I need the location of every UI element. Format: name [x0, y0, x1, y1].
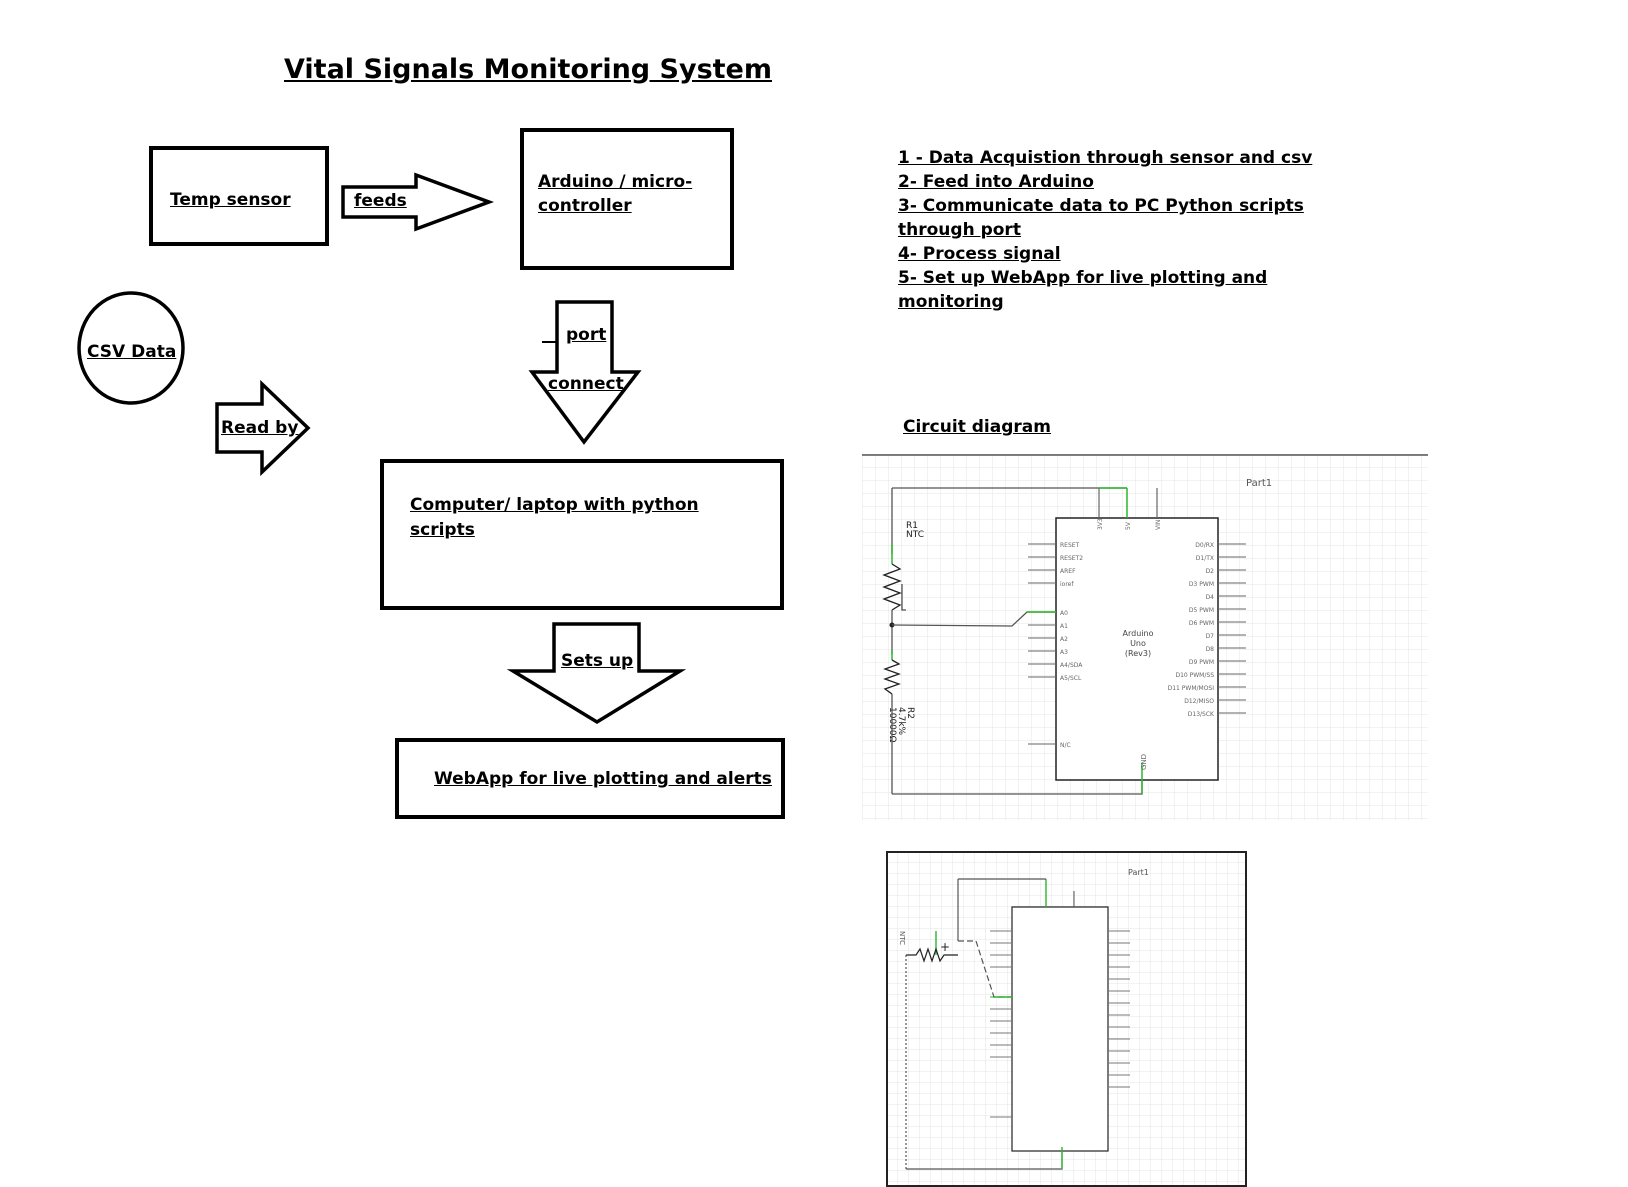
temp-sensor-label: Temp sensor: [170, 190, 291, 210]
step-4: 4- Process signal: [898, 244, 1061, 264]
top-pin-label: VIN: [1155, 520, 1162, 530]
r2-tol: 4.7k%: [896, 707, 906, 736]
left-pin-label: A0: [1060, 610, 1068, 617]
board-line2: Uno: [1130, 639, 1146, 648]
computer-box: [380, 459, 784, 610]
webapp-box: [395, 738, 785, 819]
r1-type: NTC: [906, 530, 924, 540]
r1-label: R1: [906, 521, 918, 531]
top-pin-label: 3V3: [1097, 518, 1104, 530]
read-by-arrow: [215, 379, 311, 477]
webapp-label: WebApp for live plotting and alerts: [434, 769, 772, 789]
right-pin-label: D3 PWM: [1189, 581, 1214, 588]
svg-text:+: +: [940, 940, 950, 954]
circuit-diagram: Part1 Arduino Uno (Rev3) RESET RESET2AREF…: [862, 454, 1428, 820]
circuit-diagram-2: Part1 NTC +: [886, 851, 1247, 1187]
right-pin-label: D13/SCK: [1188, 711, 1215, 718]
sets-up-arrow: [506, 622, 687, 725]
right-pin-label: D6 PWM: [1189, 620, 1214, 627]
top-pin-label: 5V: [1125, 521, 1132, 530]
feeds-label: feeds: [354, 191, 407, 211]
step-3: 3- Communicate data to PC Python scripts: [898, 196, 1304, 216]
board-line3: (Rev3): [1125, 649, 1151, 658]
left-pin-label: A5/SCL: [1060, 675, 1082, 682]
computer-label-line1: Computer/ laptop with python: [410, 495, 699, 515]
left-pin-label: A2: [1060, 636, 1068, 643]
step-5: 5- Set up WebApp for live plotting and: [898, 268, 1268, 288]
step-3-cont: through port: [898, 220, 1021, 240]
left-pin-label: AREF: [1060, 568, 1076, 575]
left-pin-label: A4/SDA: [1060, 662, 1083, 669]
left-pin-label: N/C: [1060, 742, 1071, 749]
left-pin-label: A1: [1060, 623, 1068, 630]
side-label-2: NTC: [898, 931, 906, 945]
computer-label-line2: scripts: [410, 520, 475, 540]
port-label: port: [566, 325, 607, 345]
right-pin-label: D2: [1206, 568, 1215, 575]
port-connect-arrow: [528, 300, 642, 445]
diagram-title: Vital Signals Monitoring System: [284, 54, 772, 85]
right-pin-label: D0/RX: [1195, 542, 1214, 549]
temp-sensor-box: [149, 146, 329, 246]
right-pin-label: D1/TX: [1196, 555, 1214, 562]
gnd-label: GND: [1140, 754, 1148, 770]
left-pin-label: A3: [1060, 649, 1068, 656]
csv-data-circle: [77, 291, 185, 405]
right-pin-label: D5 PWM: [1189, 607, 1214, 614]
right-pin-label: D10 PWM/SS: [1175, 672, 1214, 679]
left-pin-label: ioref: [1060, 581, 1074, 588]
right-pin-label: D11 PWM/MOSI: [1168, 685, 1215, 692]
right-pin-label: D9 PWM: [1189, 659, 1214, 666]
right-pin-label: D4: [1206, 594, 1215, 601]
right-pin-label: D8: [1206, 646, 1215, 653]
part-label: Part1: [1246, 478, 1272, 489]
left-pin-label: RESET2: [1060, 555, 1083, 562]
arduino-label-line1: Arduino / micro-: [538, 172, 693, 192]
left-pin-label: RESET: [1060, 542, 1080, 549]
connect-label: connect: [548, 374, 624, 394]
arduino-box: [520, 128, 734, 270]
arduino-label-line2: controller: [538, 196, 632, 216]
r2-label: R2: [905, 707, 915, 719]
part-label-2: Part1: [1128, 868, 1149, 877]
read-by-label: Read by: [221, 418, 299, 438]
step-2: 2- Feed into Arduino: [898, 172, 1094, 192]
right-pin-label: D7: [1206, 633, 1215, 640]
step-5-cont: monitoring: [898, 292, 1004, 312]
right-pin-label: D12/MISO: [1184, 698, 1214, 705]
sets-up-label: Sets up: [561, 651, 634, 671]
board-line1: Arduino: [1123, 629, 1154, 638]
circuit-heading: Circuit diagram: [903, 417, 1051, 437]
csv-data-label: CSV Data: [87, 342, 177, 362]
steps-list: 1 - Data Acquistion through sensor and c…: [898, 146, 1312, 314]
feeds-arrow: [341, 172, 495, 232]
step-1: 1 - Data Acquistion through sensor and c…: [898, 148, 1313, 168]
